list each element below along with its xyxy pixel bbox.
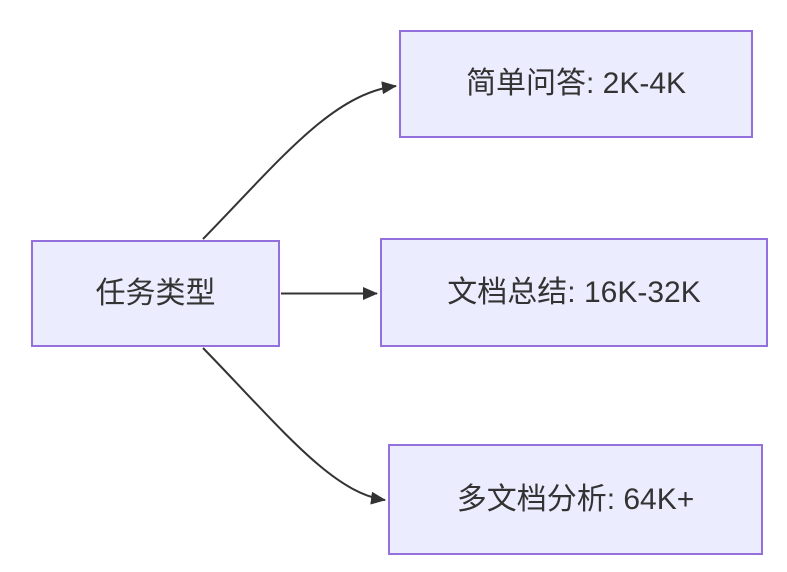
node-multidoc-analysis: 多文档分析: 64K+	[388, 444, 763, 555]
node-task-type: 任务类型	[31, 240, 280, 347]
node-task-type-label: 任务类型	[95, 276, 216, 310]
node-multidoc-analysis-label: 多文档分析: 64K+	[456, 482, 695, 516]
edge-to-simple-qa	[202, 81, 397, 240]
node-simple-qa: 简单问答: 2K-4K	[399, 30, 753, 138]
node-doc-summary: 文档总结: 16K-32K	[380, 238, 768, 347]
node-simple-qa-label: 简单问答: 2K-4K	[465, 67, 687, 100]
edge-to-multidoc-analysis	[202, 347, 386, 505]
node-doc-summary-label: 文档总结: 16K-32K	[447, 275, 701, 309]
